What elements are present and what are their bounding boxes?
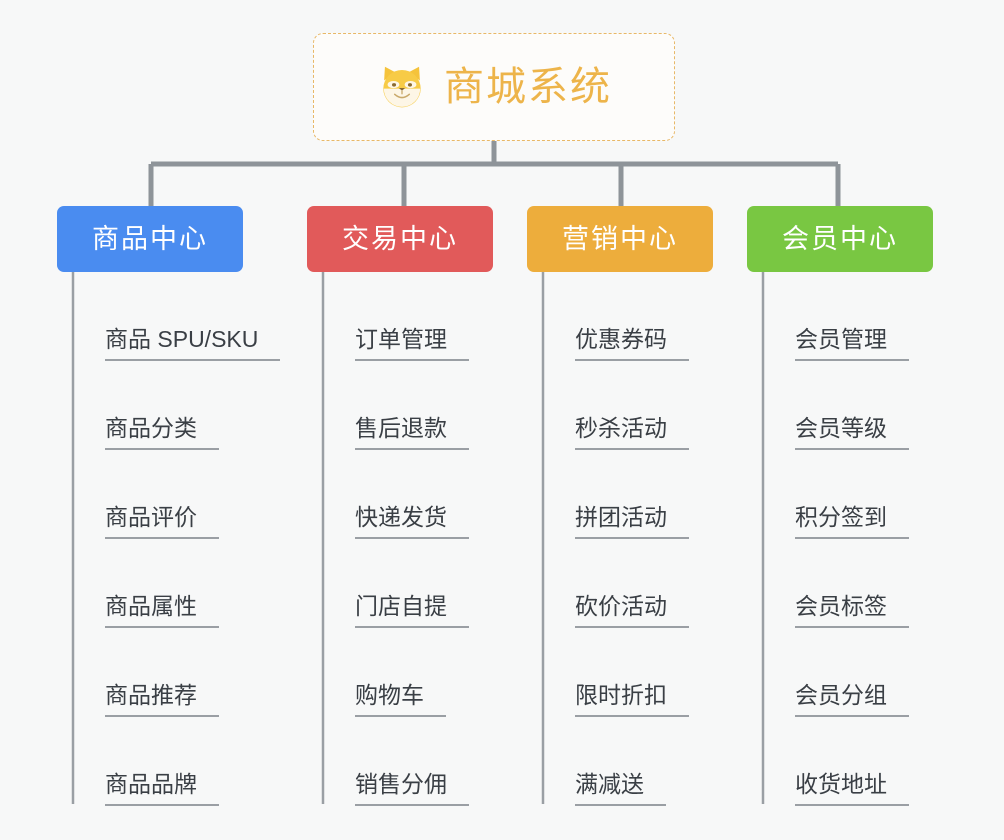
leaf-item[interactable]: 商品品牌 [72,717,280,806]
leaf-item[interactable]: 会员管理 [762,272,909,361]
leaf-item-label: 拼团活动 [575,506,689,539]
branch-items-营销中心: 优惠券码 秒杀活动 拼团活动 砍价活动 限时折扣 满减送 [542,272,689,806]
leaf-item-label: 满减送 [575,773,666,806]
leaf-item-label: 快递发货 [355,506,469,539]
leaf-item[interactable]: 满减送 [542,717,689,806]
leaf-item-label: 售后退款 [355,417,469,450]
leaf-item-label: 门店自提 [355,595,469,628]
leaf-item-label: 砍价活动 [575,595,689,628]
leaf-item[interactable]: 商品评价 [72,450,280,539]
leaf-item[interactable]: 收货地址 [762,717,909,806]
leaf-item-label: 商品属性 [105,595,219,628]
leaf-item-label: 销售分佣 [355,773,469,806]
shiba-dog-icon [383,66,421,108]
branch-header-商品中心[interactable]: 商品中心 [57,206,243,272]
branch-header-营销中心[interactable]: 营销中心 [527,206,713,272]
root-node[interactable]: 商城系统 [313,33,675,141]
leaf-item[interactable]: 商品推荐 [72,628,280,717]
leaf-item[interactable]: 会员标签 [762,539,909,628]
leaf-item-label: 秒杀活动 [575,417,689,450]
leaf-item-label: 会员标签 [795,595,909,628]
leaf-item-label: 限时折扣 [575,684,689,717]
leaf-item-label: 积分签到 [795,506,909,539]
branch-header-会员中心[interactable]: 会员中心 [747,206,933,272]
leaf-item-label: 商品品牌 [105,773,219,806]
leaf-item-label: 商品评价 [105,506,219,539]
branch-header-label: 商品中心 [92,223,208,254]
leaf-item-label: 商品 SPU/SKU [105,328,281,361]
leaf-item-label: 收货地址 [795,773,909,806]
root-title: 商城系统 [444,65,612,109]
branch-items-商品中心: 商品 SPU/SKU 商品分类 商品评价 商品属性 商品推荐 商品品牌 [72,272,281,806]
leaf-item[interactable]: 优惠券码 [542,272,689,361]
leaf-item[interactable]: 秒杀活动 [542,361,689,450]
leaf-item-label: 订单管理 [355,328,469,361]
leaf-item[interactable]: 商品属性 [72,539,280,628]
leaf-item-label: 商品推荐 [105,684,219,717]
leaf-item-label: 商品分类 [105,417,219,450]
leaf-item[interactable]: 售后退款 [322,361,469,450]
branch-header-label: 营销中心 [562,223,678,254]
leaf-item[interactable]: 积分签到 [762,450,909,539]
leaf-item[interactable]: 商品 SPU/SKU [72,272,281,361]
leaf-item[interactable]: 快递发货 [322,450,469,539]
branch-header-label: 交易中心 [342,223,458,254]
leaf-item-label: 会员管理 [795,328,909,361]
leaf-item-label: 会员等级 [795,417,909,450]
branch-items-交易中心: 订单管理 售后退款 快递发货 门店自提 购物车 销售分佣 [322,272,469,806]
leaf-item[interactable]: 商品分类 [72,361,280,450]
leaf-item[interactable]: 拼团活动 [542,450,689,539]
leaf-item[interactable]: 销售分佣 [322,717,469,806]
leaf-item[interactable]: 会员等级 [762,361,909,450]
root-node-content: 商城系统 [376,61,612,113]
leaf-item[interactable]: 会员分组 [762,628,909,717]
leaf-item-label: 优惠券码 [575,328,689,361]
branch-header-交易中心[interactable]: 交易中心 [307,206,493,272]
leaf-item[interactable]: 砍价活动 [542,539,689,628]
branch-items-会员中心: 会员管理 会员等级 积分签到 会员标签 会员分组 收货地址 [762,272,909,806]
leaf-item-label: 购物车 [355,684,446,717]
leaf-item[interactable]: 门店自提 [322,539,469,628]
branch-header-label: 会员中心 [782,223,898,254]
leaf-item[interactable]: 限时折扣 [542,628,689,717]
leaf-item-label: 会员分组 [795,684,909,717]
leaf-item[interactable]: 订单管理 [322,272,469,361]
leaf-item[interactable]: 购物车 [322,628,469,717]
